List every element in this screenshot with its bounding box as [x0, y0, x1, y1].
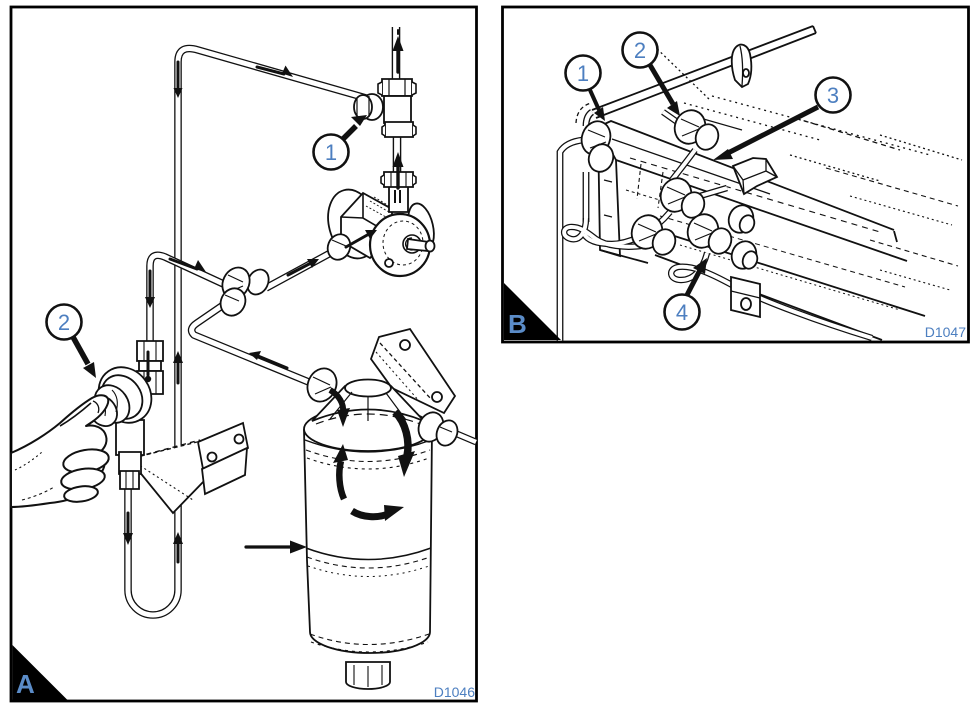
- svg-text:2: 2: [634, 38, 646, 63]
- svg-text:D1047: D1047: [925, 324, 966, 340]
- svg-text:A: A: [16, 669, 35, 699]
- svg-text:D1046: D1046: [434, 684, 475, 700]
- svg-text:2: 2: [58, 310, 70, 335]
- svg-text:4: 4: [676, 300, 688, 325]
- svg-text:1: 1: [325, 140, 337, 165]
- svg-text:B: B: [508, 309, 527, 339]
- svg-text:1: 1: [577, 61, 589, 86]
- svg-text:3: 3: [827, 83, 839, 108]
